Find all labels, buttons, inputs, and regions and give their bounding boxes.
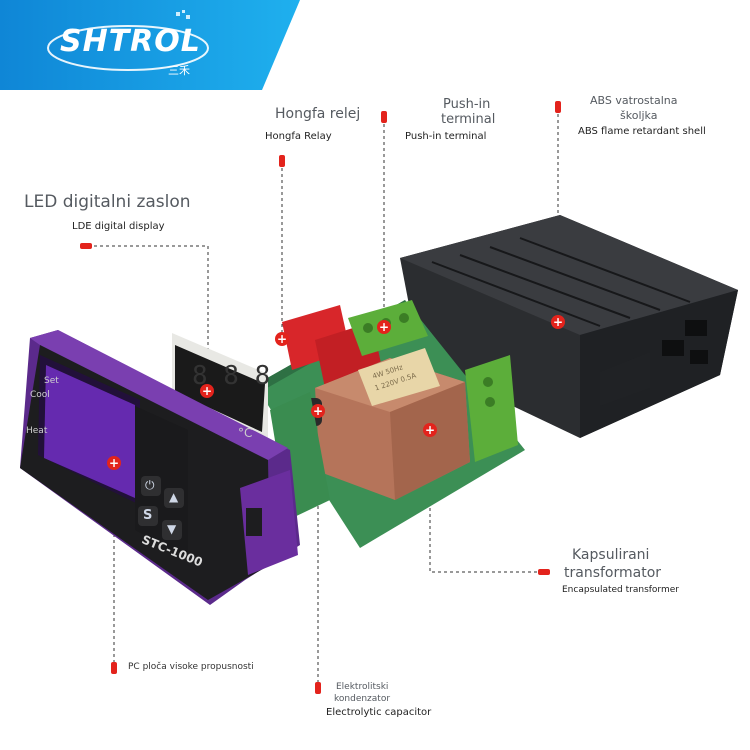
callout-relay-local: Hongfa relej: [275, 106, 361, 122]
down-button-icon: ▼: [167, 522, 177, 536]
marker-abs-shell: +: [551, 315, 565, 329]
temp-unit-label: °C: [238, 426, 253, 440]
callout-capacitor-en: Electrolytic capacitor: [326, 707, 432, 718]
marker-pc-board: +: [107, 456, 121, 470]
callout-pushin-local-2: terminal: [441, 112, 496, 127]
callout-capacitor-local-2: kondenzator: [334, 694, 391, 704]
pin-pc-board: [111, 662, 117, 674]
callout-transformer-local-1: Kapsulirani: [572, 547, 650, 563]
pin-capacitor: [315, 682, 321, 694]
up-button-icon: ▲: [169, 490, 179, 504]
marker-relay: +: [275, 332, 289, 346]
marker-push-in: +: [377, 320, 391, 334]
callout-relay-en: Hongfa Relay: [265, 131, 332, 142]
logo-subtext: 三禾: [168, 64, 190, 77]
callout-abs-local-1: ABS vatrostalna: [590, 94, 678, 107]
logo-wordmark: SHTROL: [60, 24, 201, 59]
callout-abs-local-2: školjka: [620, 109, 658, 122]
logo-banner: [0, 0, 300, 90]
pin-abs-shell: [555, 101, 561, 113]
marker-led-display: +: [200, 384, 214, 398]
power-button-icon: ⏻: [145, 478, 155, 492]
pin-led-display: [80, 243, 92, 249]
marker-capacitor: +: [311, 404, 325, 418]
front-buttons: [138, 476, 184, 540]
callout-transformer-en: Encapsulated transformer: [562, 585, 679, 595]
callout-pushin-en: Push-in terminal: [405, 131, 487, 142]
callout-led-en: LDE digital display: [72, 221, 165, 232]
callout-capacitor-local-1: Elektrolitski: [336, 682, 389, 692]
label-set: Set: [44, 376, 59, 386]
pin-transformer: [538, 569, 550, 575]
display-board: 8 8 8: [172, 333, 330, 520]
callout-abs-en: ABS flame retardant shell: [578, 126, 706, 137]
s-button-label: S: [143, 508, 153, 523]
callout-led-local: LED digitalni zaslon: [24, 192, 191, 212]
callout-pcboard-local: PC ploča visoke propusnosti: [128, 662, 254, 672]
pin-relay: [279, 155, 285, 167]
pin-push-in: [381, 111, 387, 123]
label-cool: Cool: [30, 390, 50, 400]
label-heat: Heat: [26, 426, 48, 436]
callout-pushin-local-1: Push-in: [443, 97, 491, 112]
marker-transformer: +: [423, 423, 437, 437]
callout-transformer-local-2: transformator: [564, 565, 662, 581]
